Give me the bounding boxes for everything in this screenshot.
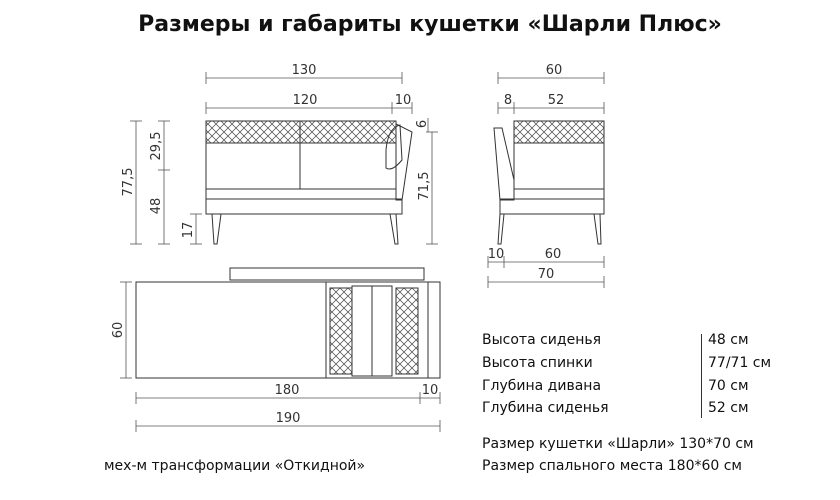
- label-height-seat: 48: [149, 198, 164, 215]
- back-panel-left: [205, 142, 301, 190]
- label-bed-height: 60: [111, 322, 126, 339]
- bed-cushion-right: [395, 287, 419, 375]
- label-bed-length-end: 10: [422, 383, 439, 398]
- leg-left: [211, 213, 222, 245]
- side-seat: [513, 188, 605, 200]
- side-pillow: [385, 124, 403, 170]
- bed-cushion-left: [329, 287, 353, 375]
- bed-gap-left: [351, 285, 373, 377]
- label-depth-total: 60: [546, 63, 563, 78]
- bed-gap-right: [371, 285, 393, 377]
- back-panel-right: [299, 142, 397, 190]
- spec-value-sofa-depth: 70 см: [708, 378, 749, 394]
- spec-label-sofa-depth: Глубина дивана: [482, 378, 602, 394]
- size-couch: Размер кушетки «Шарли» 130*70 см: [482, 436, 754, 452]
- label-width-total: 130: [292, 63, 317, 78]
- label-base-mid: 60: [545, 247, 562, 262]
- bed-back-rail: [229, 267, 425, 281]
- spec-label-back-height: Высота спинки: [482, 355, 593, 371]
- back-cushion-right: [299, 120, 397, 144]
- spec-divider: [701, 334, 702, 418]
- label-bed-length-main: 180: [275, 383, 300, 398]
- spec-label-seat-depth: Глубина сиденья: [482, 400, 609, 416]
- side-base: [499, 198, 605, 215]
- size-sleep: Размер спального места 180*60 см: [482, 458, 742, 474]
- side-leg-front: [497, 213, 505, 245]
- label-base-total: 70: [538, 267, 555, 282]
- label-height-total: 77,5: [121, 168, 136, 197]
- side-armrest: [493, 127, 515, 201]
- mechanism-label: мех-м трансформации «Откидной»: [104, 458, 366, 474]
- side-leg-back: [593, 213, 602, 245]
- back-cushion-left: [205, 120, 301, 144]
- armrest: [395, 123, 413, 201]
- label-height-back: 29,5: [149, 132, 164, 161]
- label-width-seat: 120: [293, 93, 318, 108]
- seat-cushion: [205, 188, 397, 200]
- label-base-left: 10: [488, 247, 505, 262]
- label-height-side: 71,5: [417, 172, 432, 201]
- spec-value-back-height: 77/71 см: [708, 355, 772, 371]
- side-back-panel: [513, 142, 605, 190]
- side-back-cushion: [513, 120, 605, 144]
- label-depth-seat: 52: [548, 93, 565, 108]
- spec-value-seat-depth: 52 см: [708, 400, 749, 416]
- label-bed-length-total: 190: [276, 411, 301, 426]
- bed-mattress: [135, 281, 441, 379]
- label-width-arm: 10: [395, 93, 412, 108]
- side-view: 60 8 52 10 60 70: [487, 63, 605, 288]
- label-height-leg: 17: [181, 222, 196, 239]
- sofa-base: [205, 198, 403, 215]
- label-height-back-top: 6: [415, 120, 430, 128]
- bed-view: 60 180 10 190: [111, 267, 441, 432]
- page-title: Размеры и габариты кушетки «Шарли Плюс»: [138, 12, 722, 37]
- front-view: 130 120 10 77,5 29,5 48 17: [121, 63, 438, 245]
- spec-label-seat-height: Высота сиденья: [482, 332, 602, 348]
- label-depth-back: 8: [504, 93, 512, 108]
- spec-value-seat-height: 48 см: [708, 332, 749, 348]
- leg-right: [389, 213, 399, 245]
